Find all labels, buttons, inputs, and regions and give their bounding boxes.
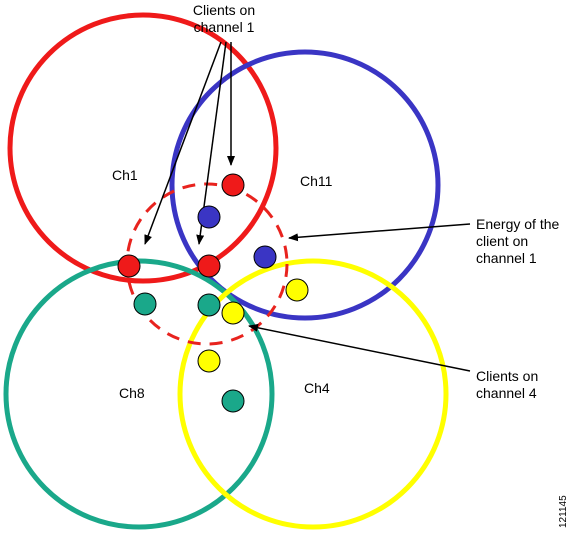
- ch1-client-dot: [221, 173, 245, 197]
- clients-ch4-callout-line1: Clients on: [476, 368, 538, 384]
- ch11-coverage-circle: [169, 49, 441, 321]
- ch4-client-dot: [197, 349, 221, 373]
- clients-ch1-callout-line1: Clients on: [193, 2, 255, 18]
- ch1-client-dot: [117, 254, 141, 278]
- energy-arrow: [288, 223, 471, 242]
- ch4-client-dot: [221, 301, 245, 325]
- ch11-client-dot: [253, 245, 277, 269]
- ch4-coverage-circle: [177, 258, 449, 530]
- ch8-label: Ch8: [119, 385, 145, 401]
- ch8-client-dot: [133, 292, 157, 316]
- ch4-label: Ch4: [304, 380, 330, 396]
- ch11-client-dot: [197, 205, 221, 229]
- ch1-clients-arrow-1: [144, 41, 222, 245]
- ch8-client-dot: [197, 293, 221, 317]
- energy-callout-line2: client on: [476, 233, 528, 249]
- energy-callout-line1: Energy of the: [476, 216, 559, 232]
- ch11-label: Ch11: [300, 173, 333, 189]
- clients-ch4-callout-line2: channel 4: [476, 385, 537, 401]
- ch4-clients-arrow: [248, 323, 471, 372]
- clients-ch1-callout-line2: channel 1: [194, 19, 255, 35]
- energy-callout-line3: channel 1: [476, 250, 537, 266]
- ch8-client-dot: [221, 389, 245, 413]
- ch1-client-dot: [197, 254, 221, 278]
- ch4-client-dot: [285, 278, 309, 302]
- ch1-label: Ch1: [112, 167, 138, 183]
- figure-id: 121145: [558, 495, 569, 528]
- ch1-coverage-circle: [7, 12, 279, 284]
